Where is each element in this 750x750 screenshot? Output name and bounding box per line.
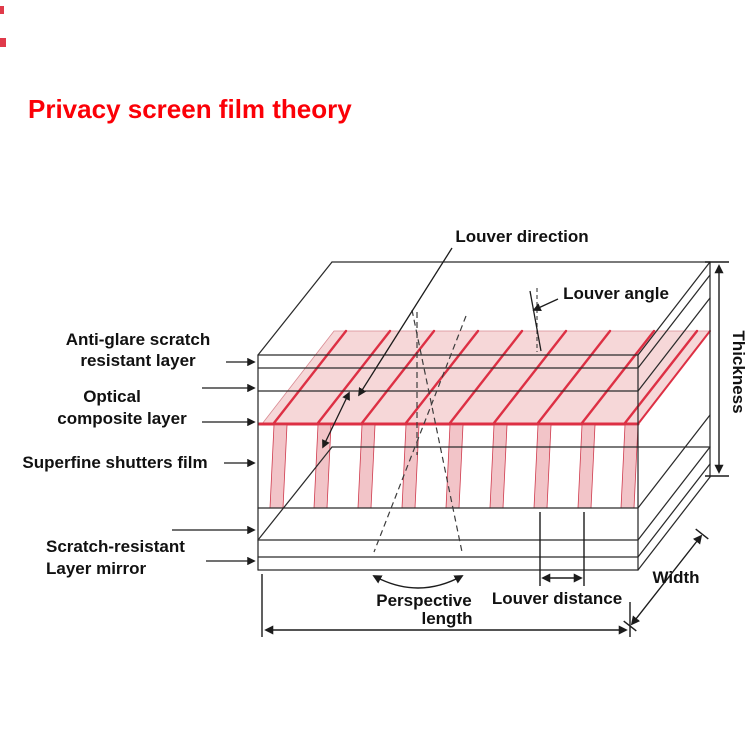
louver-direction-pointer xyxy=(322,247,453,449)
louver-angle-construction xyxy=(529,288,542,352)
length-dimension xyxy=(261,574,631,637)
louver-front-faces xyxy=(269,424,639,509)
louver-distance-dimension xyxy=(539,512,585,586)
box-wireframe xyxy=(257,261,711,571)
optical-label-line2: composite layer xyxy=(57,409,187,428)
louver-distance-label: Louver distance xyxy=(492,589,622,608)
anti-glare-label-line1: Anti-glare scratch xyxy=(66,330,211,349)
perspective-cone-dashed-lines xyxy=(373,309,467,553)
perspective-label: Perspective xyxy=(376,591,471,610)
perspective-arc xyxy=(372,575,464,589)
thickness-label: Thickness xyxy=(729,330,748,413)
louver-angle-label: Louver angle xyxy=(563,284,669,303)
scratch-label-line2: Layer mirror xyxy=(46,559,147,578)
page-title: Privacy screen film theory xyxy=(28,94,352,124)
length-label: length xyxy=(422,609,473,628)
louver-angle-arrow xyxy=(532,298,559,312)
louver-direction-double-arrow xyxy=(322,391,350,449)
thickness-dimension xyxy=(705,261,729,477)
width-label: Width xyxy=(652,568,699,587)
shutters-film-label: Superfine shutters film xyxy=(22,453,207,472)
layer-pointer-arrows xyxy=(172,357,256,566)
scratch-label-line1: Scratch-resistant xyxy=(46,537,185,556)
red-artifact-marks xyxy=(0,6,6,47)
optical-label-line1: Optical xyxy=(83,387,141,406)
louver-direction-label: Louver direction xyxy=(455,227,588,246)
anti-glare-label-line2: resistant layer xyxy=(80,351,196,370)
